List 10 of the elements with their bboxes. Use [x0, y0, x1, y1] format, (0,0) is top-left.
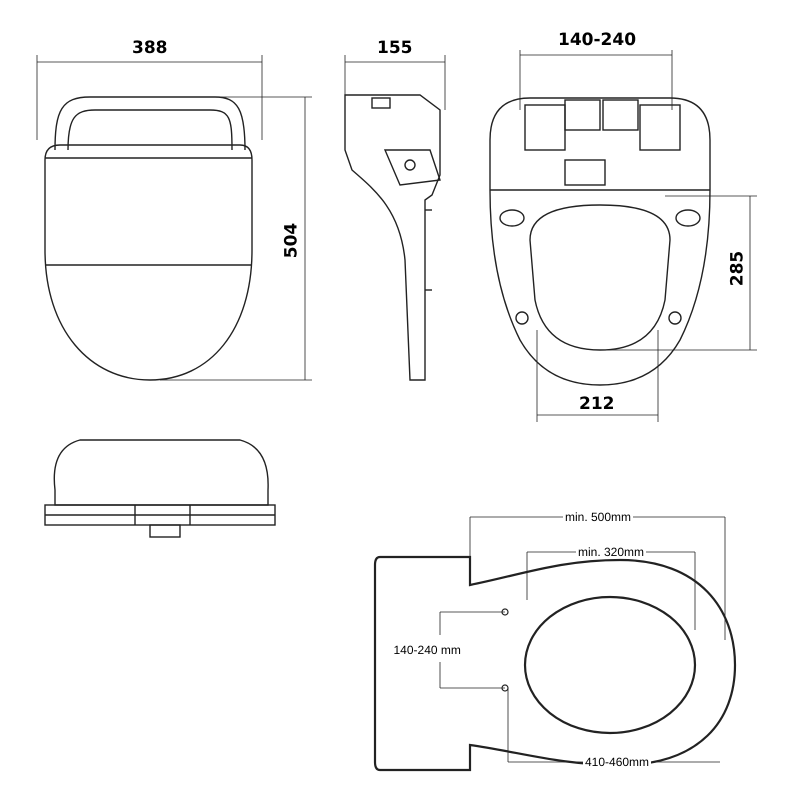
dimension-label: 140-240 mm: [392, 644, 463, 656]
dimension-label: 285: [729, 250, 746, 286]
dimension-label: 504: [283, 222, 300, 258]
dimension-label: min. 320mm: [576, 546, 646, 558]
dimension-label: min. 500mm: [563, 511, 634, 523]
dimension-label: 388: [132, 40, 168, 56]
dimension-label: 155: [377, 40, 412, 56]
dimension-label: 212: [579, 396, 614, 412]
dimension-label: 140-240: [558, 32, 636, 48]
dimension-label: 410-460mm: [583, 756, 652, 768]
